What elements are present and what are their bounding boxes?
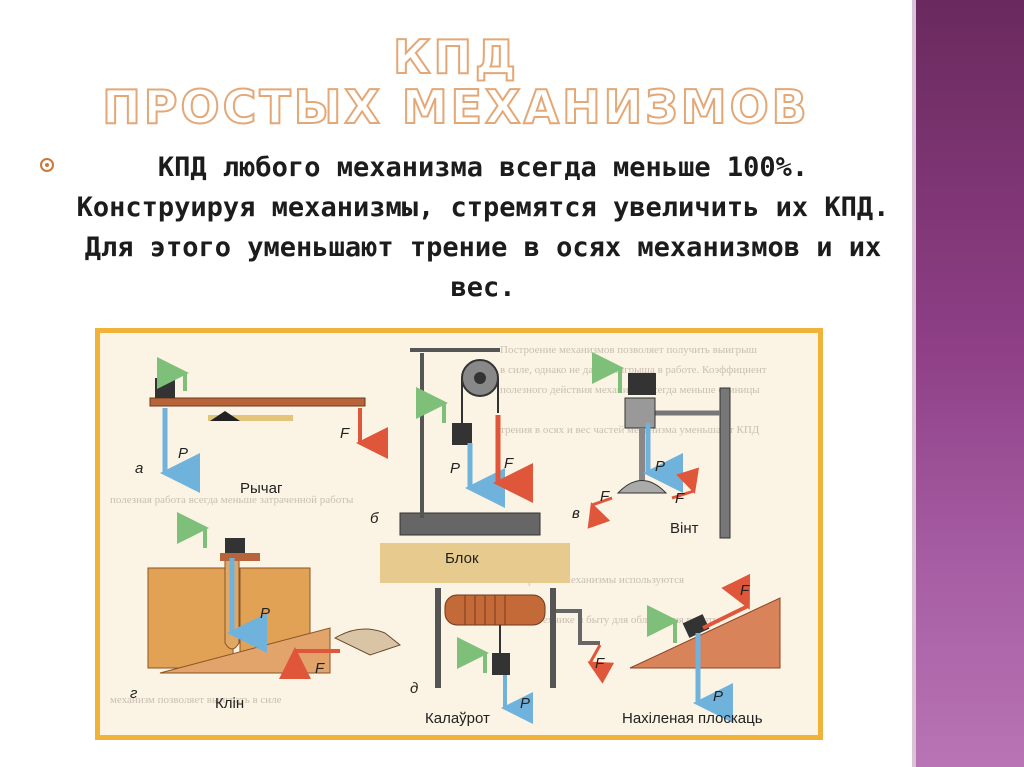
panel-letter-d: д — [410, 680, 418, 697]
bullet-text: КПД любого механизма всегда меньше 100%.… — [76, 152, 890, 303]
force-label-f: F — [504, 455, 514, 472]
force-label-f: F — [340, 425, 350, 442]
caption-wedge: Клін — [215, 695, 244, 712]
panel-letter-g: г — [130, 685, 138, 702]
svg-text:в силе, однако не дает выигрыш: в силе, однако не дает выигрыша в работе… — [500, 364, 767, 376]
simple-machines-figure: Построение механизмов позволяет получить… — [95, 328, 823, 740]
panel-letter-v: в — [572, 505, 580, 522]
panel-letter-b: б — [370, 510, 379, 527]
lever-diagram: P F а Рычаг — [135, 357, 388, 497]
slide-title-line1: КПД — [392, 29, 520, 85]
wedge-diagram: P F г Клін — [130, 512, 402, 712]
decorative-sidebar — [916, 0, 1024, 767]
force-label-p: P — [178, 445, 188, 462]
force-label-f: F — [675, 490, 685, 507]
sidebar-edge — [912, 0, 917, 767]
force-label-p: P — [655, 458, 665, 475]
svg-text:механизм позволяет выиграть в: механизм позволяет выиграть в силе — [110, 694, 282, 706]
caption-pulley: Блок — [445, 550, 479, 567]
screw-diagram: P F F в Вінт — [572, 352, 731, 539]
inclined-plane-diagram: F P Нахіленая плоскаць — [622, 573, 781, 727]
force-label-p: P — [713, 688, 723, 705]
force-label-p: P — [450, 460, 460, 477]
slide-title-line2: ПРОСТЫХ МЕХАНИЗМОВ — [101, 79, 810, 135]
bullet-point: КПД любого механизма всегда меньше 100%.… — [40, 148, 900, 308]
simple-machines-illustration: Построение механизмов позволяет получить… — [110, 344, 781, 727]
windlass-diagram: P F д Калаўрот — [410, 588, 615, 727]
force-label-f: F — [600, 488, 610, 505]
svg-text:трения в осях и вес частей мех: трения в осях и вес частей механизма уме… — [500, 424, 760, 436]
force-label-f: F — [740, 582, 750, 599]
force-label-p: P — [260, 605, 270, 622]
svg-text:полезная работа всегда меньше: полезная работа всегда меньше затраченно… — [110, 494, 354, 506]
pulley-diagram: P F б Блок — [370, 348, 570, 583]
bullet-icon — [40, 158, 54, 172]
svg-text:Построение механизмов позволяе: Построение механизмов позволяет получить… — [500, 344, 758, 356]
caption-windlass: Калаўрот — [425, 710, 490, 727]
caption-lever: Рычаг — [240, 480, 283, 497]
caption-screw: Вінт — [670, 520, 699, 537]
caption-inclined-plane: Нахіленая плоскаць — [622, 710, 763, 727]
force-label-p: P — [520, 695, 530, 712]
force-label-f: F — [315, 660, 325, 677]
panel-letter-a: а — [135, 460, 143, 477]
force-label-f: F — [595, 655, 605, 672]
